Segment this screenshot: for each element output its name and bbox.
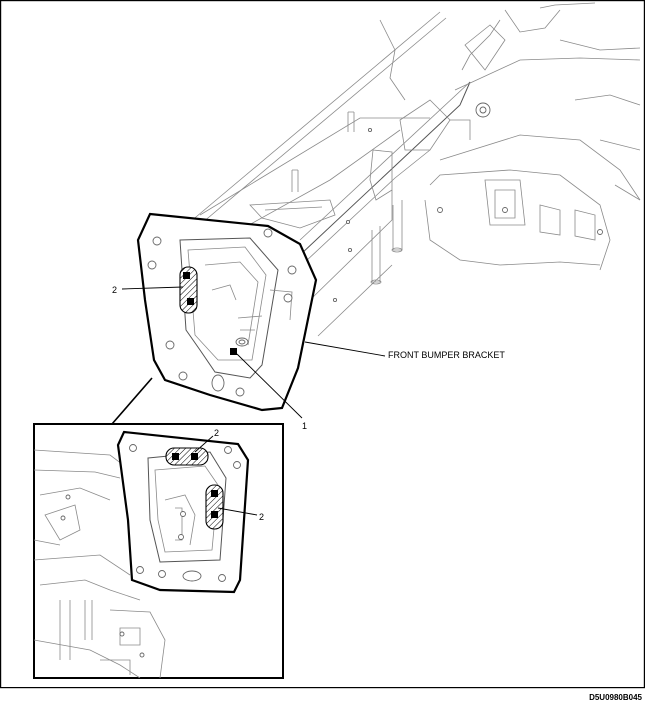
callout-1-label: 1 [302, 421, 307, 431]
callout-2-inset-right-label: 2 [259, 512, 264, 522]
inset-detail-view [33, 423, 284, 679]
callout-2-inset-top-label: 2 [214, 428, 219, 438]
leader-callout-2-inset-right [217, 507, 258, 516]
leader-callout-2-inset-top [194, 435, 214, 453]
front-bumper-bracket-label: FRONT BUMPER BRACKET [388, 350, 505, 360]
inset-pointer-line [111, 377, 153, 425]
front-bumper-bracket [136, 212, 318, 412]
leader-callout-1 [236, 353, 303, 419]
callout-2-main-label: 2 [112, 285, 117, 295]
leader-callout-2-main [121, 286, 184, 290]
frame-rail-linework [189, 2, 641, 337]
figure-frame [0, 0, 645, 689]
figure-code: D5U0980B045 [589, 693, 642, 702]
leader-front-bumper-bracket [304, 341, 386, 357]
